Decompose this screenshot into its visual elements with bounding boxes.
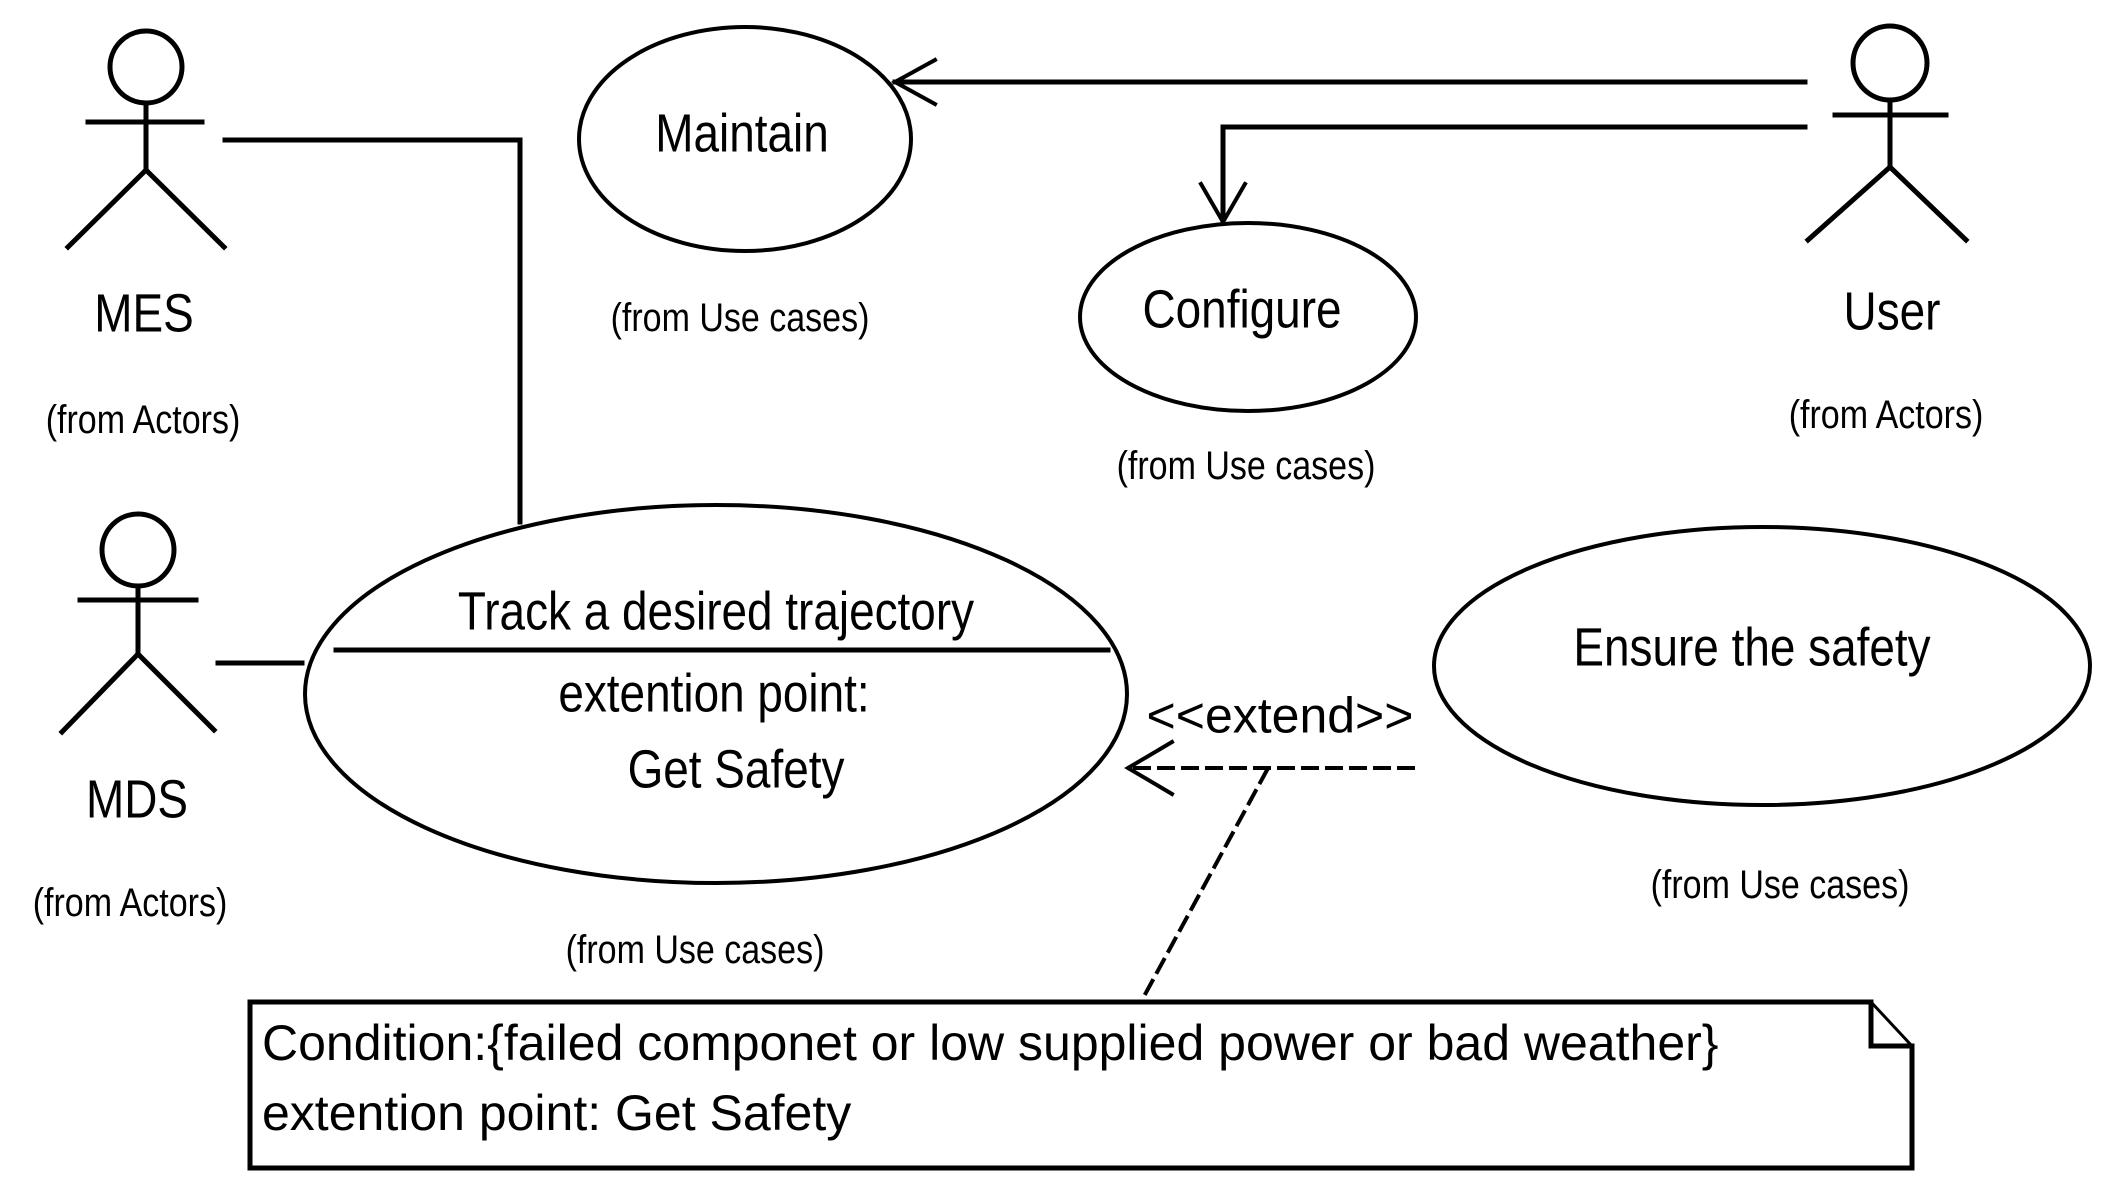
usecase-ensure-ellipse[interactable] (1432, 525, 2092, 807)
usecase-track-origin: (from Use cases) (565, 928, 825, 972)
note-text-line2: extention point: Get Safety (262, 1085, 852, 1141)
actor-mes-icon[interactable] (64, 28, 228, 251)
actor-leg (142, 166, 228, 251)
usecase-maintain-origin: (from Use cases) (610, 296, 870, 340)
note-text-line1: Condition:{failed componet or low suppli… (262, 1015, 1719, 1071)
arrowhead-icon (890, 57, 938, 107)
usecase-configure-label: Configure (1142, 279, 1342, 340)
association-user-configure[interactable] (1198, 124, 1808, 226)
association-user-maintain[interactable] (890, 57, 1808, 107)
usecase-ensure-label: Ensure the safety (1573, 617, 1931, 678)
association-line (1220, 124, 1808, 223)
actor-head (99, 511, 177, 589)
actor-leg (64, 166, 150, 251)
usecase-track-label: Track a desired trajectory (457, 581, 975, 642)
usecase-configure-ellipse[interactable] (1078, 221, 1418, 413)
usecase-ensure-origin: (from Use cases) (1650, 863, 1910, 907)
actor-leg (134, 650, 218, 734)
actor-head (107, 28, 185, 106)
actor-user-label: User (1843, 281, 1941, 342)
extend-stereotype-label: <<extend>> (1146, 687, 1414, 744)
actor-mes-origin: (from Actors) (45, 398, 241, 442)
note-text: Condition:{failed componet or low suppli… (262, 1008, 1718, 1148)
extend-relationship[interactable] (1124, 739, 1419, 797)
actor-user-origin: (from Actors) (1788, 393, 1984, 437)
note-fold-icon (1868, 999, 1915, 1049)
actor-mds-origin: (from Actors) (32, 881, 228, 925)
actor-leg (58, 650, 142, 736)
usecase-track-extension-label: extention point: (558, 663, 870, 724)
arrowhead-icon (1198, 181, 1248, 226)
usecase-configure-origin: (from Use cases) (1116, 444, 1376, 488)
actor-mds-icon[interactable] (58, 511, 218, 736)
actor-leg (1804, 163, 1894, 244)
usecase-maintain-label: Maintain (655, 103, 829, 164)
actor-leg (1886, 163, 1970, 244)
note-anchor-line[interactable] (1139, 767, 1270, 1003)
usecase-maintain-ellipse[interactable] (577, 25, 913, 253)
arrowhead-icon (1124, 739, 1175, 797)
association-mes-track[interactable] (222, 137, 523, 525)
usecase-track-ellipse[interactable] (303, 503, 1129, 885)
usecase-track-extension-point: Get Safety (627, 739, 845, 800)
actor-mds-label: MDS (86, 769, 188, 830)
actor-mes-label: MES (94, 283, 194, 344)
note-shape[interactable] (247, 999, 1915, 1171)
actor-head (1850, 23, 1930, 103)
actor-user-icon[interactable] (1804, 23, 1970, 244)
